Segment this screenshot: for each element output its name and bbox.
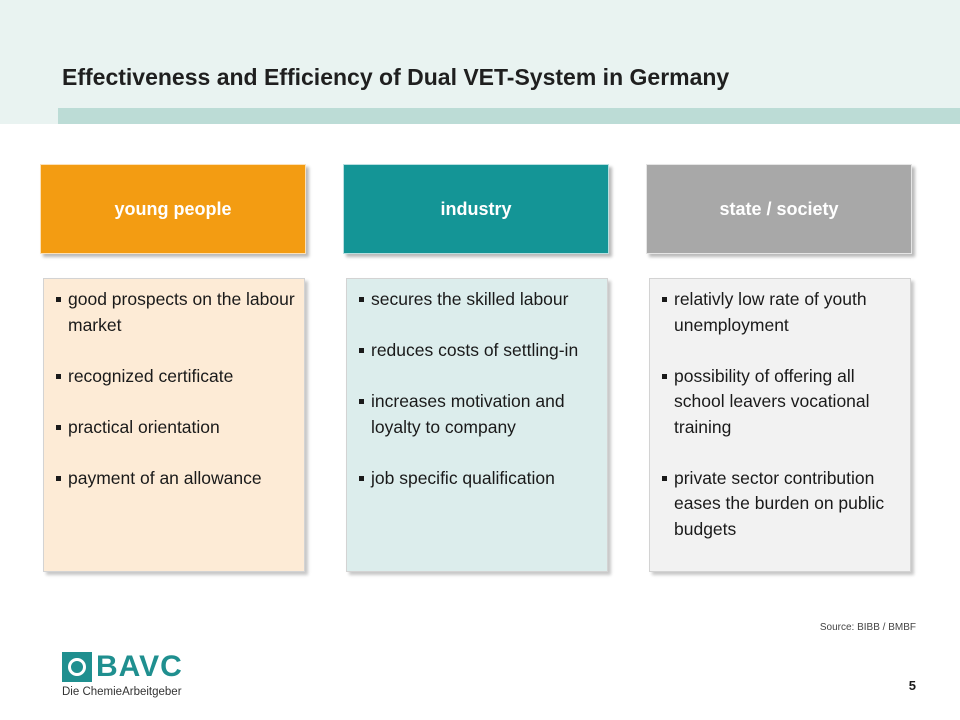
bullet-item: practical orientation (54, 415, 296, 441)
column-box-industry: secures the skilled labour reduces costs… (346, 278, 608, 572)
page-number: 5 (908, 678, 916, 693)
bullet-item: relativly low rate of youth unemployment (660, 287, 902, 338)
bullet-item: recognized certificate (54, 364, 296, 390)
bavc-logo: BAVC Die ChemieArbeitgeber (62, 652, 183, 698)
column-header-state-society: state / society (646, 164, 912, 254)
bullet-item: good prospects on the labour market (54, 287, 296, 338)
column-box-state-society: relativly low rate of youth unemployment… (649, 278, 911, 572)
bullet-item: secures the skilled labour (357, 287, 599, 313)
bullet-item: increases motivation and loyalty to comp… (357, 389, 599, 440)
header-band (0, 0, 960, 124)
bullet-item: reduces costs of settling-in (357, 338, 599, 364)
logo-wordmark: BAVC (96, 650, 183, 683)
source-note: Source: BIBB / BMBF (819, 622, 916, 633)
column-box-young-people: good prospects on the labour market reco… (43, 278, 305, 572)
column-header-young-people: young people (40, 164, 306, 254)
bullet-item: job specific qualification (357, 466, 599, 492)
logo-tagline: Die ChemieArbeitgeber (62, 686, 182, 698)
title-rule (58, 108, 960, 124)
bullet-list: secures the skilled labour reduces costs… (357, 287, 599, 491)
slide-title: Effectiveness and Efficiency of Dual VET… (62, 64, 730, 90)
bullet-item: possibility of offering all school leave… (660, 364, 902, 441)
column-header-industry: industry (343, 164, 609, 254)
bullet-list: relativly low rate of youth unemployment… (660, 287, 902, 542)
bullet-list: good prospects on the labour market reco… (54, 287, 296, 491)
bullet-item: private sector contribution eases the bu… (660, 466, 902, 543)
bullet-item: payment of an allowance (54, 466, 296, 492)
logo-circle-icon (62, 652, 92, 682)
